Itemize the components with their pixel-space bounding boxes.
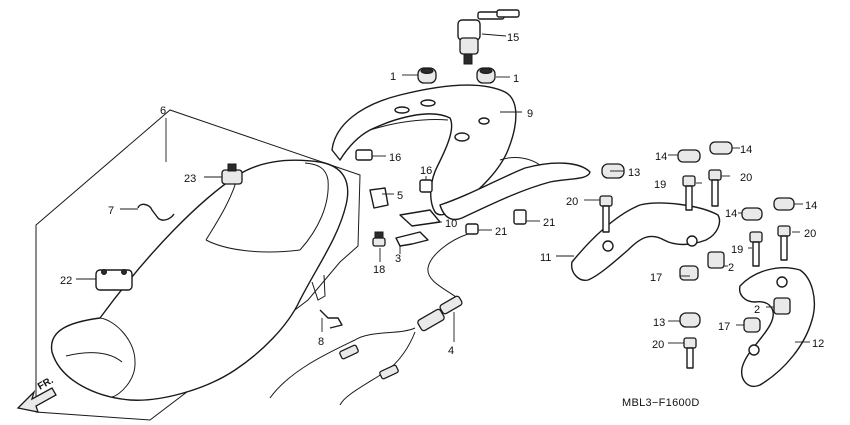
callout-1: 1: [513, 73, 519, 85]
latch-part: [395, 231, 429, 247]
callout-17: 17: [718, 321, 730, 333]
callout-19: 19: [654, 179, 666, 191]
clip-16-left: [355, 149, 373, 161]
callout-19: 19: [731, 244, 743, 256]
callout-1: 1: [390, 71, 396, 83]
hook-part: [137, 203, 175, 221]
seat-lock-part: [457, 9, 520, 65]
cap-14-b: [709, 141, 733, 155]
rubber-17-b: [743, 317, 761, 333]
cap-14-c: [741, 207, 763, 221]
callout-22: 22: [60, 275, 72, 287]
bolt-parts: [599, 169, 791, 369]
cap-13-bottom: [679, 312, 701, 328]
plate-part: [399, 209, 441, 227]
callout-13: 13: [628, 167, 640, 179]
nut-part: [221, 163, 243, 185]
callout-14: 14: [740, 144, 752, 156]
callout-11: 11: [540, 252, 551, 264]
callout-23: 23: [184, 173, 196, 185]
callout-14: 14: [805, 200, 817, 212]
callout-2: 2: [728, 262, 734, 274]
callout-17: 17: [650, 272, 662, 284]
rubber-block-part: [95, 269, 133, 291]
grab-rail-left-part: [571, 202, 721, 281]
callout-21: 21: [543, 217, 555, 229]
callout-21: 21: [495, 226, 507, 238]
clip-21-right: [513, 209, 527, 225]
front-direction-arrow: FR.: [16, 375, 57, 413]
cap-14-d: [773, 197, 795, 211]
callout-9: 9: [527, 108, 533, 120]
collar-2-bottom: [773, 297, 791, 315]
callout-14: 14: [655, 151, 667, 163]
callout-3: 3: [395, 253, 401, 265]
clip-part: [319, 309, 343, 329]
grab-rail-right-part: [738, 267, 816, 387]
clip-16-right: [419, 179, 433, 193]
callout-20: 20: [652, 339, 664, 351]
rubber-17-a: [679, 265, 699, 281]
callout-6: 6: [160, 105, 166, 117]
callout-20: 20: [566, 196, 578, 208]
cap-14-a: [677, 149, 701, 163]
callout-14: 14: [725, 208, 737, 220]
callout-8: 8: [318, 336, 324, 348]
bracket-part: [369, 187, 389, 209]
callout-10: 10: [445, 218, 457, 230]
callout-5: 5: [397, 190, 403, 202]
seat-part: [35, 109, 361, 421]
callout-4: 4: [448, 345, 454, 357]
callout-labels: 1 1 2 2 3 4 5 6 7 8 9 10 11 12 13 13 14 …: [60, 32, 824, 357]
seat-lock-cable: [269, 233, 469, 406]
screw-part: [372, 231, 386, 247]
callout-2: 2: [754, 304, 760, 316]
grommet-parts: [417, 67, 496, 84]
callout-16: 16: [389, 152, 401, 164]
callout-7: 7: [108, 205, 114, 217]
callout-15: 15: [507, 32, 519, 44]
callout-13: 13: [653, 317, 665, 329]
clip-21-left: [465, 223, 479, 235]
callout-20: 20: [804, 228, 816, 240]
leader-lines: [76, 33, 810, 344]
callout-12: 12: [812, 338, 824, 350]
callout-18: 18: [373, 264, 385, 276]
callout-16: 16: [420, 165, 432, 177]
callout-20: 20: [740, 172, 752, 184]
diagram-code: MBL3−F1600D: [622, 397, 700, 409]
seat-cowl-part: [331, 84, 591, 221]
collar-2-top: [707, 251, 725, 269]
